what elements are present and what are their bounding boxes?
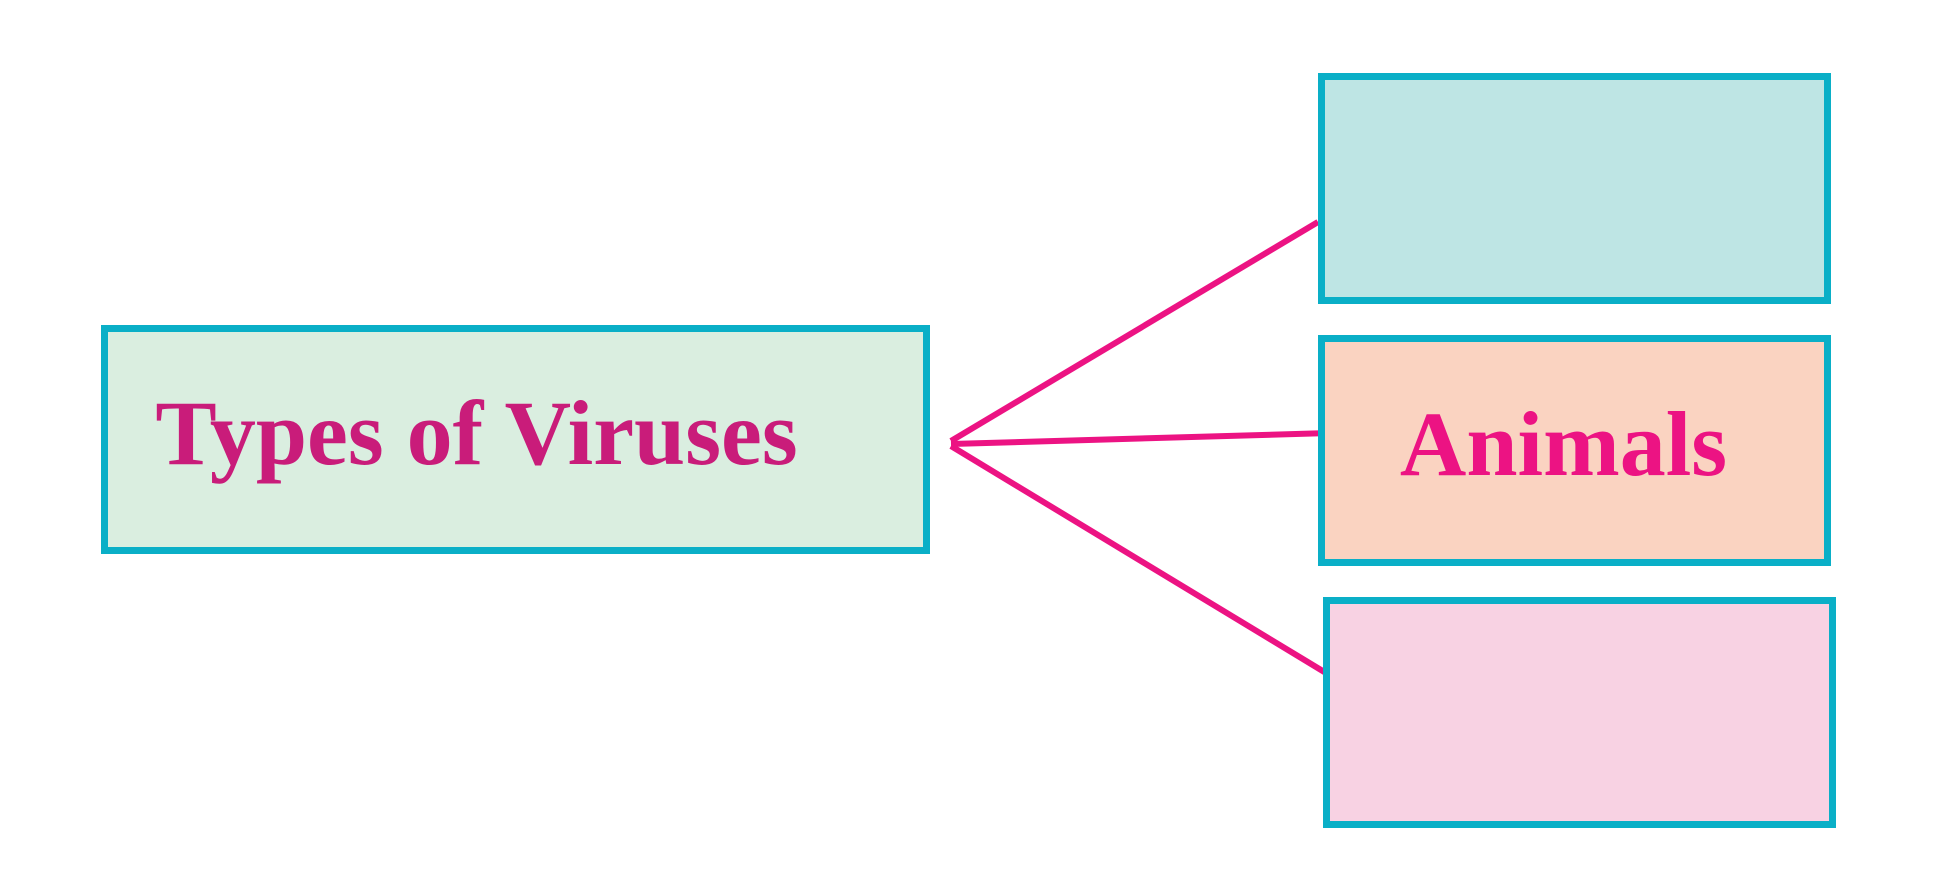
branch-node-bottom (1323, 597, 1836, 828)
branch-node-animals-label: Animals (1399, 392, 1728, 495)
branch-node-animals: Animals (1318, 335, 1831, 566)
connector-bottom (949, 443, 1328, 676)
root-node: Types of Viruses (101, 325, 930, 554)
connector-middle (950, 430, 1331, 447)
branch-node-top (1318, 73, 1831, 304)
root-node-label: Types of Viruses (155, 381, 798, 484)
connector-top (949, 219, 1320, 444)
